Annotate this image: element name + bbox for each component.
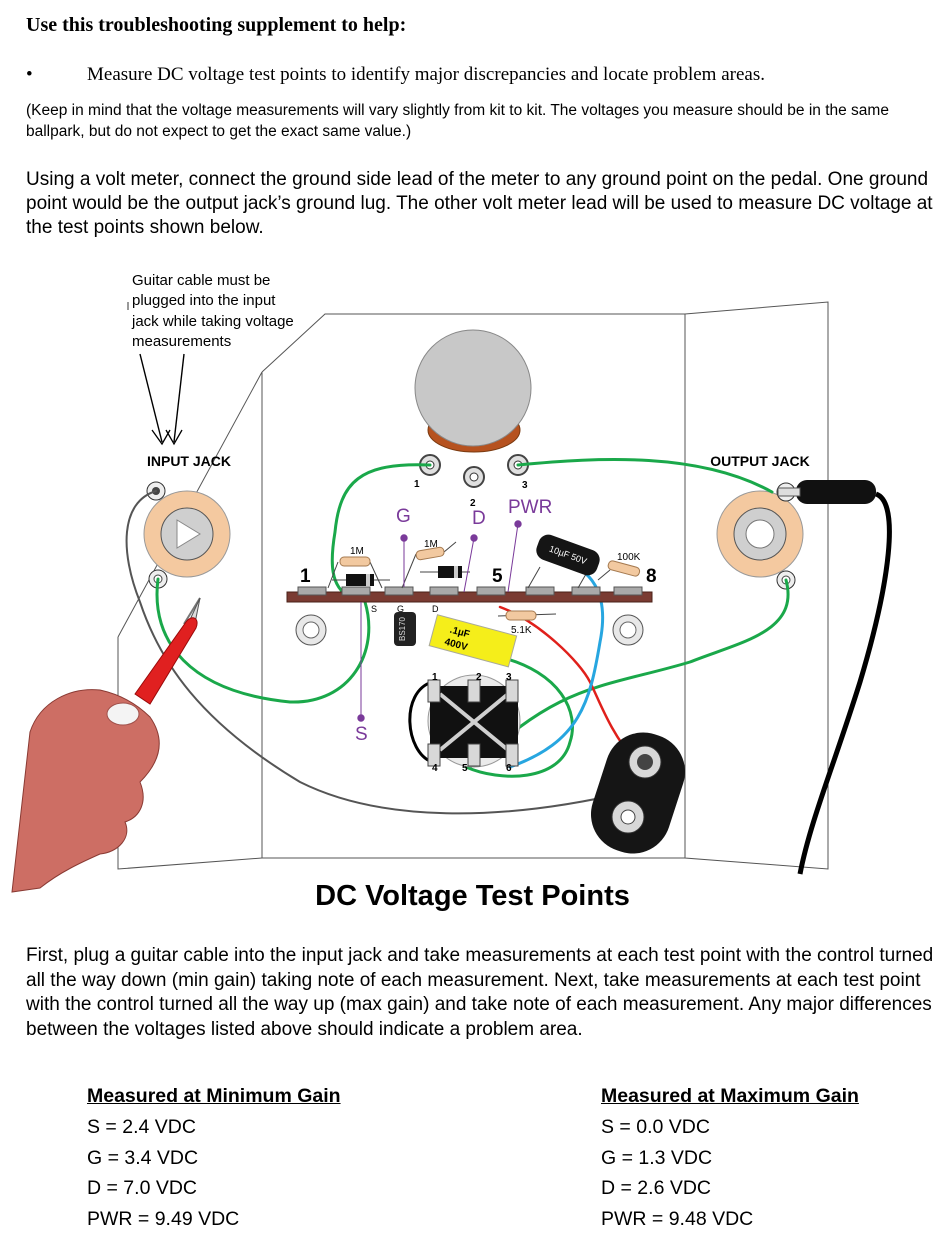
resistor-1m-a: 1M bbox=[327, 546, 383, 589]
electrolytic-capacitor: 10µF 50V bbox=[527, 534, 600, 589]
measurement-row: S = 2.4 VDC bbox=[87, 1116, 196, 1138]
battery-clip bbox=[590, 732, 686, 854]
min-gain-title: Measured at Minimum Gain bbox=[87, 1085, 341, 1107]
cable-callout: Guitar cable must be plugged into the in… bbox=[127, 272, 294, 446]
test-point-s-label: S bbox=[355, 724, 368, 745]
callout-line: Guitar cable must be bbox=[132, 272, 270, 289]
film-capacitor-label: .1µF bbox=[448, 625, 470, 641]
switch-pin-label: 4 bbox=[432, 763, 438, 774]
mosfet-transistor: BS170 S G D bbox=[371, 604, 439, 646]
test-points: G D PWR S bbox=[355, 497, 552, 745]
eyelet-board: 1 5 8 bbox=[286, 566, 657, 646]
bullet-icon: • bbox=[26, 64, 33, 85]
variance-note: (Keep in mind that the voltage measureme… bbox=[26, 102, 889, 140]
measurement-row: PWR = 9.49 VDC bbox=[87, 1207, 240, 1230]
resistor-100k: 100K bbox=[597, 552, 641, 581]
max-gain-title: Measured at Maximum Gain bbox=[601, 1085, 859, 1107]
board-number-label: 8 bbox=[646, 566, 657, 587]
diode-b bbox=[420, 566, 470, 578]
min-gain-measurements: Measured at Minimum Gain S = 2.4 VDC G =… bbox=[87, 1082, 341, 1234]
switch-pin-label: 2 bbox=[476, 672, 482, 683]
pot-lug-label: 2 bbox=[470, 498, 476, 509]
measurement-row: D = 7.0 VDC bbox=[87, 1177, 198, 1199]
hand-with-probe bbox=[11, 597, 201, 893]
wiring-diagram: Guitar cable must be plugged into the in… bbox=[11, 272, 892, 893]
measurement-row: S = 0.0 VDC bbox=[601, 1116, 710, 1138]
resistor-label: 5.1K bbox=[511, 625, 532, 636]
max-gain-measurements: Measured at Maximum Gain S = 0.0 VDC G =… bbox=[601, 1082, 859, 1234]
output-cable bbox=[777, 480, 892, 875]
diagram-title: DC Voltage Test Points bbox=[315, 880, 630, 912]
page-heading: Use this troubleshooting supplement to h… bbox=[26, 14, 407, 36]
output-jack-label: OUTPUT JACK bbox=[710, 453, 810, 469]
measurement-row: G = 3.4 VDC bbox=[87, 1146, 199, 1169]
switch-pin-label: 5 bbox=[462, 763, 468, 774]
callout-line: plugged into the input bbox=[132, 292, 276, 309]
pot-lug-label: 3 bbox=[522, 480, 528, 491]
test-point-d-label: D bbox=[472, 508, 486, 529]
switch-pin-label: 6 bbox=[506, 763, 512, 774]
test-point-g-label: G bbox=[396, 506, 411, 527]
resistor-1m-b: 1M bbox=[401, 539, 457, 589]
procedure-text: First, plug a guitar cable into the inpu… bbox=[26, 945, 934, 1040]
transistor-pin-label: G bbox=[397, 604, 404, 614]
film-capacitor: .1µF 400V bbox=[428, 614, 518, 668]
resistor-label: 1M bbox=[350, 546, 364, 557]
board-number-label: 1 bbox=[300, 566, 311, 587]
test-point-pwr-label: PWR bbox=[508, 497, 552, 518]
measurement-row: PWR = 9.48 VDC bbox=[601, 1207, 754, 1230]
board-number-label: 5 bbox=[492, 566, 503, 587]
callout-arrow bbox=[139, 353, 163, 443]
switch-pin-label: 1 bbox=[432, 672, 438, 683]
callout-line: jack while taking voltage bbox=[131, 313, 294, 330]
resistor-label: 100K bbox=[617, 552, 641, 563]
input-jack bbox=[143, 481, 231, 589]
measurement-row: D = 2.6 VDC bbox=[601, 1177, 712, 1199]
gain-potentiometer: 1 2 3 bbox=[414, 329, 532, 509]
callout-arrow bbox=[173, 353, 185, 443]
resistor-5k1: 5.1K bbox=[497, 610, 557, 636]
output-jack bbox=[716, 482, 804, 590]
diode-a bbox=[332, 574, 390, 586]
switch-pin-label: 3 bbox=[506, 672, 512, 683]
transistor-marking: BS170 bbox=[398, 616, 407, 641]
resistor-label: 1M bbox=[424, 539, 438, 550]
transistor-pin-label: S bbox=[371, 604, 377, 614]
input-jack-label: INPUT JACK bbox=[147, 453, 231, 469]
measurement-row: G = 1.3 VDC bbox=[601, 1146, 713, 1169]
meter-instructions: Using a volt meter, connect the ground s… bbox=[26, 169, 933, 238]
bullet-text: Measure DC voltage test points to identi… bbox=[87, 64, 765, 85]
callout-line: measurements bbox=[132, 333, 231, 350]
mounting-bolt bbox=[295, 614, 644, 646]
pot-lug-label: 1 bbox=[414, 479, 420, 490]
footswitch: 1 2 3 4 5 6 bbox=[427, 672, 521, 774]
transistor-pin-label: D bbox=[432, 604, 439, 614]
